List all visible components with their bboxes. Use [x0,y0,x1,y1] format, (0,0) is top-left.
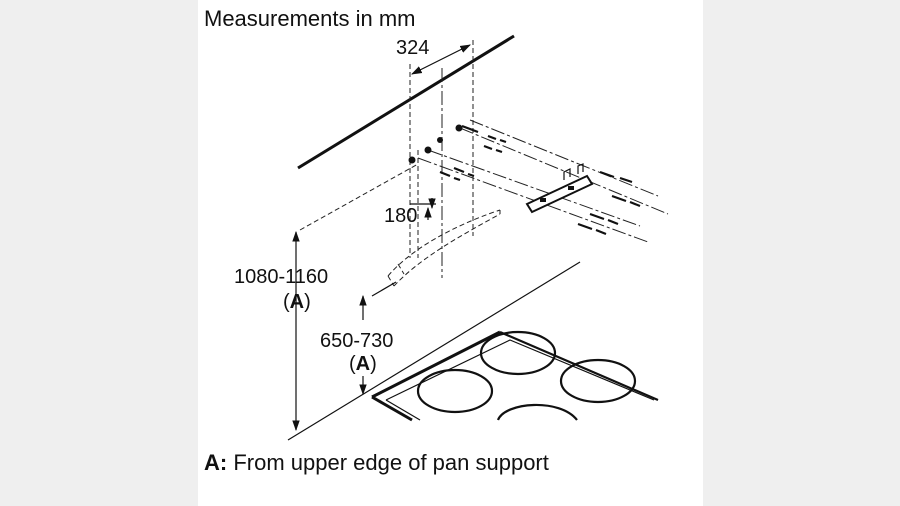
dimension-324-label: 324 [396,37,429,59]
legend-description: From upper edge of pan support [227,450,549,475]
dimension-overall-height: 1080-1160 (A) [234,230,328,432]
lower-height-ref: (A) [349,353,377,375]
cooktop [371,330,659,422]
legend-key: A: [204,450,227,475]
dimension-lower-height: 650-730 (A) [320,281,397,396]
dimension-180-label: 180 [384,205,417,227]
legend-text: A: From upper edge of pan support [204,450,549,475]
dimension-324: 324 [396,37,471,75]
wall-top-edge [297,34,515,170]
screws [577,170,641,236]
overall-height-label: 1080-1160 [234,266,328,288]
lower-height-label: 650-730 [320,330,393,352]
wall-plugs [408,124,507,182]
wall-bracket [525,163,594,214]
screw-axes [299,119,669,243]
title-text: Measurements in mm [204,6,416,31]
dimension-180: 180 [384,198,436,227]
diagram-panel [198,0,703,506]
worktop-edge [287,261,581,441]
overall-height-ref: (A) [283,291,311,313]
